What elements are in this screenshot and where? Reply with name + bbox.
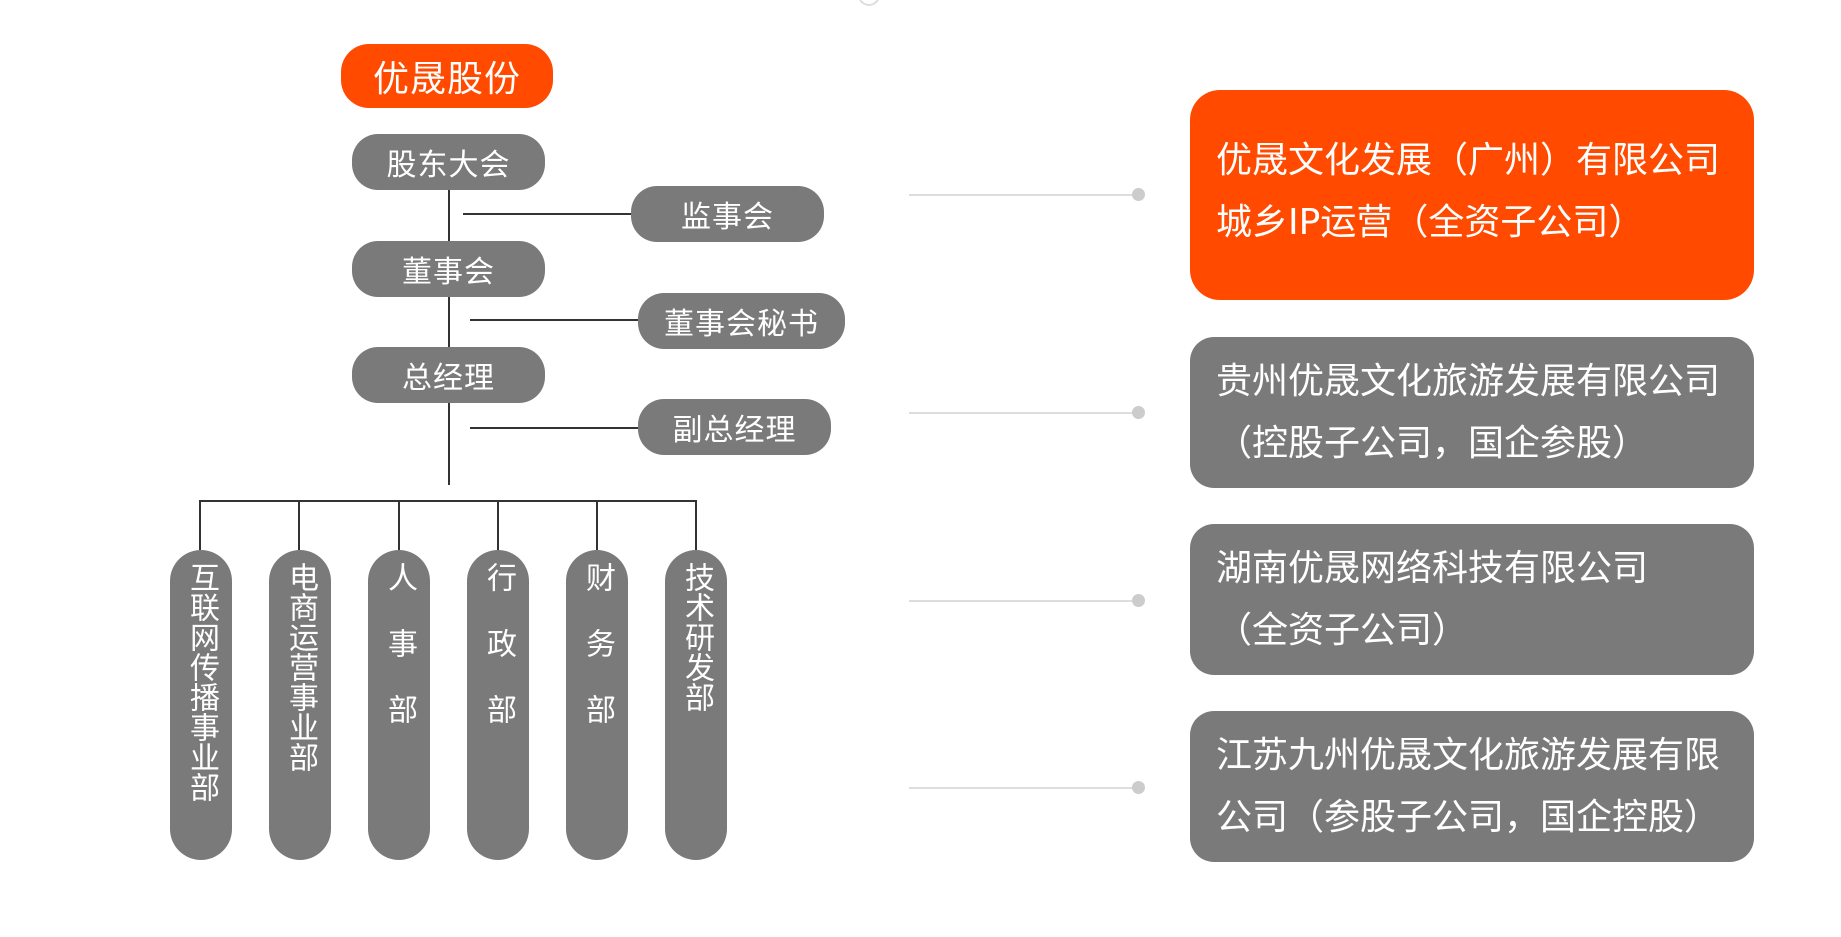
branch-supervisors <box>463 213 631 215</box>
branch-deputy <box>470 427 638 429</box>
department-admin: 行政部 <box>467 550 529 860</box>
department-label: 人事部 <box>382 562 417 760</box>
subsidiary-name: 贵州优晟文化旅游发展有限公司 <box>1216 361 1721 402</box>
department-label: 财务部 <box>580 562 615 760</box>
department-label: 互联网传播事业部 <box>184 562 219 802</box>
subsidiary-name: 湖南优晟网络科技有限公司 <box>1216 548 1649 589</box>
dept-drop-4 <box>497 500 499 550</box>
subsidiary-name: 江苏九州优晟文化旅游发展有限 <box>1216 735 1721 776</box>
top-marker <box>858 0 880 6</box>
department-ecommerce: 电商运营事业部 <box>269 550 331 860</box>
department-finance: 财务部 <box>566 550 628 860</box>
dept-drop-5 <box>596 500 598 550</box>
subsidiary-jiangsu: 江苏九州优晟文化旅游发展有限 公司（参股子公司，国企控股） <box>1190 711 1754 862</box>
subsidiary-name: 优晟文化发展（广州）有限公司 <box>1216 140 1721 181</box>
connector-dot-3 <box>1132 594 1145 607</box>
subsidiary-connector-3 <box>909 600 1134 602</box>
supervisors-node: 监事会 <box>631 186 824 242</box>
secretary-node: 董事会秘书 <box>638 293 845 349</box>
shareholders-node: 股东大会 <box>352 134 545 190</box>
department-label: 电商运营事业部 <box>283 562 318 772</box>
department-rnd: 技术研发部 <box>665 550 727 860</box>
subsidiary-guangzhou: 优晟文化发展（广州）有限公司 城乡IP运营（全资子公司） <box>1190 90 1754 300</box>
gm-node: 总经理 <box>352 347 545 403</box>
subsidiary-connector-4 <box>909 787 1134 789</box>
connector-dot-4 <box>1132 781 1145 794</box>
subsidiary-connector-2 <box>909 412 1134 414</box>
trunk-line <box>448 190 450 485</box>
department-hr: 人事部 <box>368 550 430 860</box>
dept-drop-6 <box>695 500 697 550</box>
department-bus <box>199 500 697 502</box>
subsidiary-hunan: 湖南优晟网络科技有限公司 （全资子公司） <box>1190 524 1754 675</box>
connector-dot-2 <box>1132 406 1145 419</box>
department-label: 技术研发部 <box>679 562 714 712</box>
subsidiary-type: 城乡IP运营（全资子公司） <box>1216 202 1645 243</box>
board-node: 董事会 <box>352 241 545 297</box>
subsidiary-type: （控股子公司，国企参股） <box>1216 423 1649 464</box>
dept-drop-2 <box>298 500 300 550</box>
root-node: 优晟股份 <box>341 44 553 108</box>
subsidiary-type: 公司（参股子公司，国企控股） <box>1216 797 1721 838</box>
branch-secretary <box>470 319 638 321</box>
department-label: 行政部 <box>481 562 516 760</box>
deputy-gm-node: 副总经理 <box>638 399 831 455</box>
dept-drop-1 <box>199 500 201 550</box>
subsidiary-type: （全资子公司） <box>1216 610 1469 651</box>
department-internet-communication: 互联网传播事业部 <box>170 550 232 860</box>
subsidiary-connector-1 <box>909 194 1134 196</box>
dept-drop-3 <box>398 500 400 550</box>
subsidiary-guizhou: 贵州优晟文化旅游发展有限公司 （控股子公司，国企参股） <box>1190 337 1754 488</box>
connector-dot-1 <box>1132 188 1145 201</box>
